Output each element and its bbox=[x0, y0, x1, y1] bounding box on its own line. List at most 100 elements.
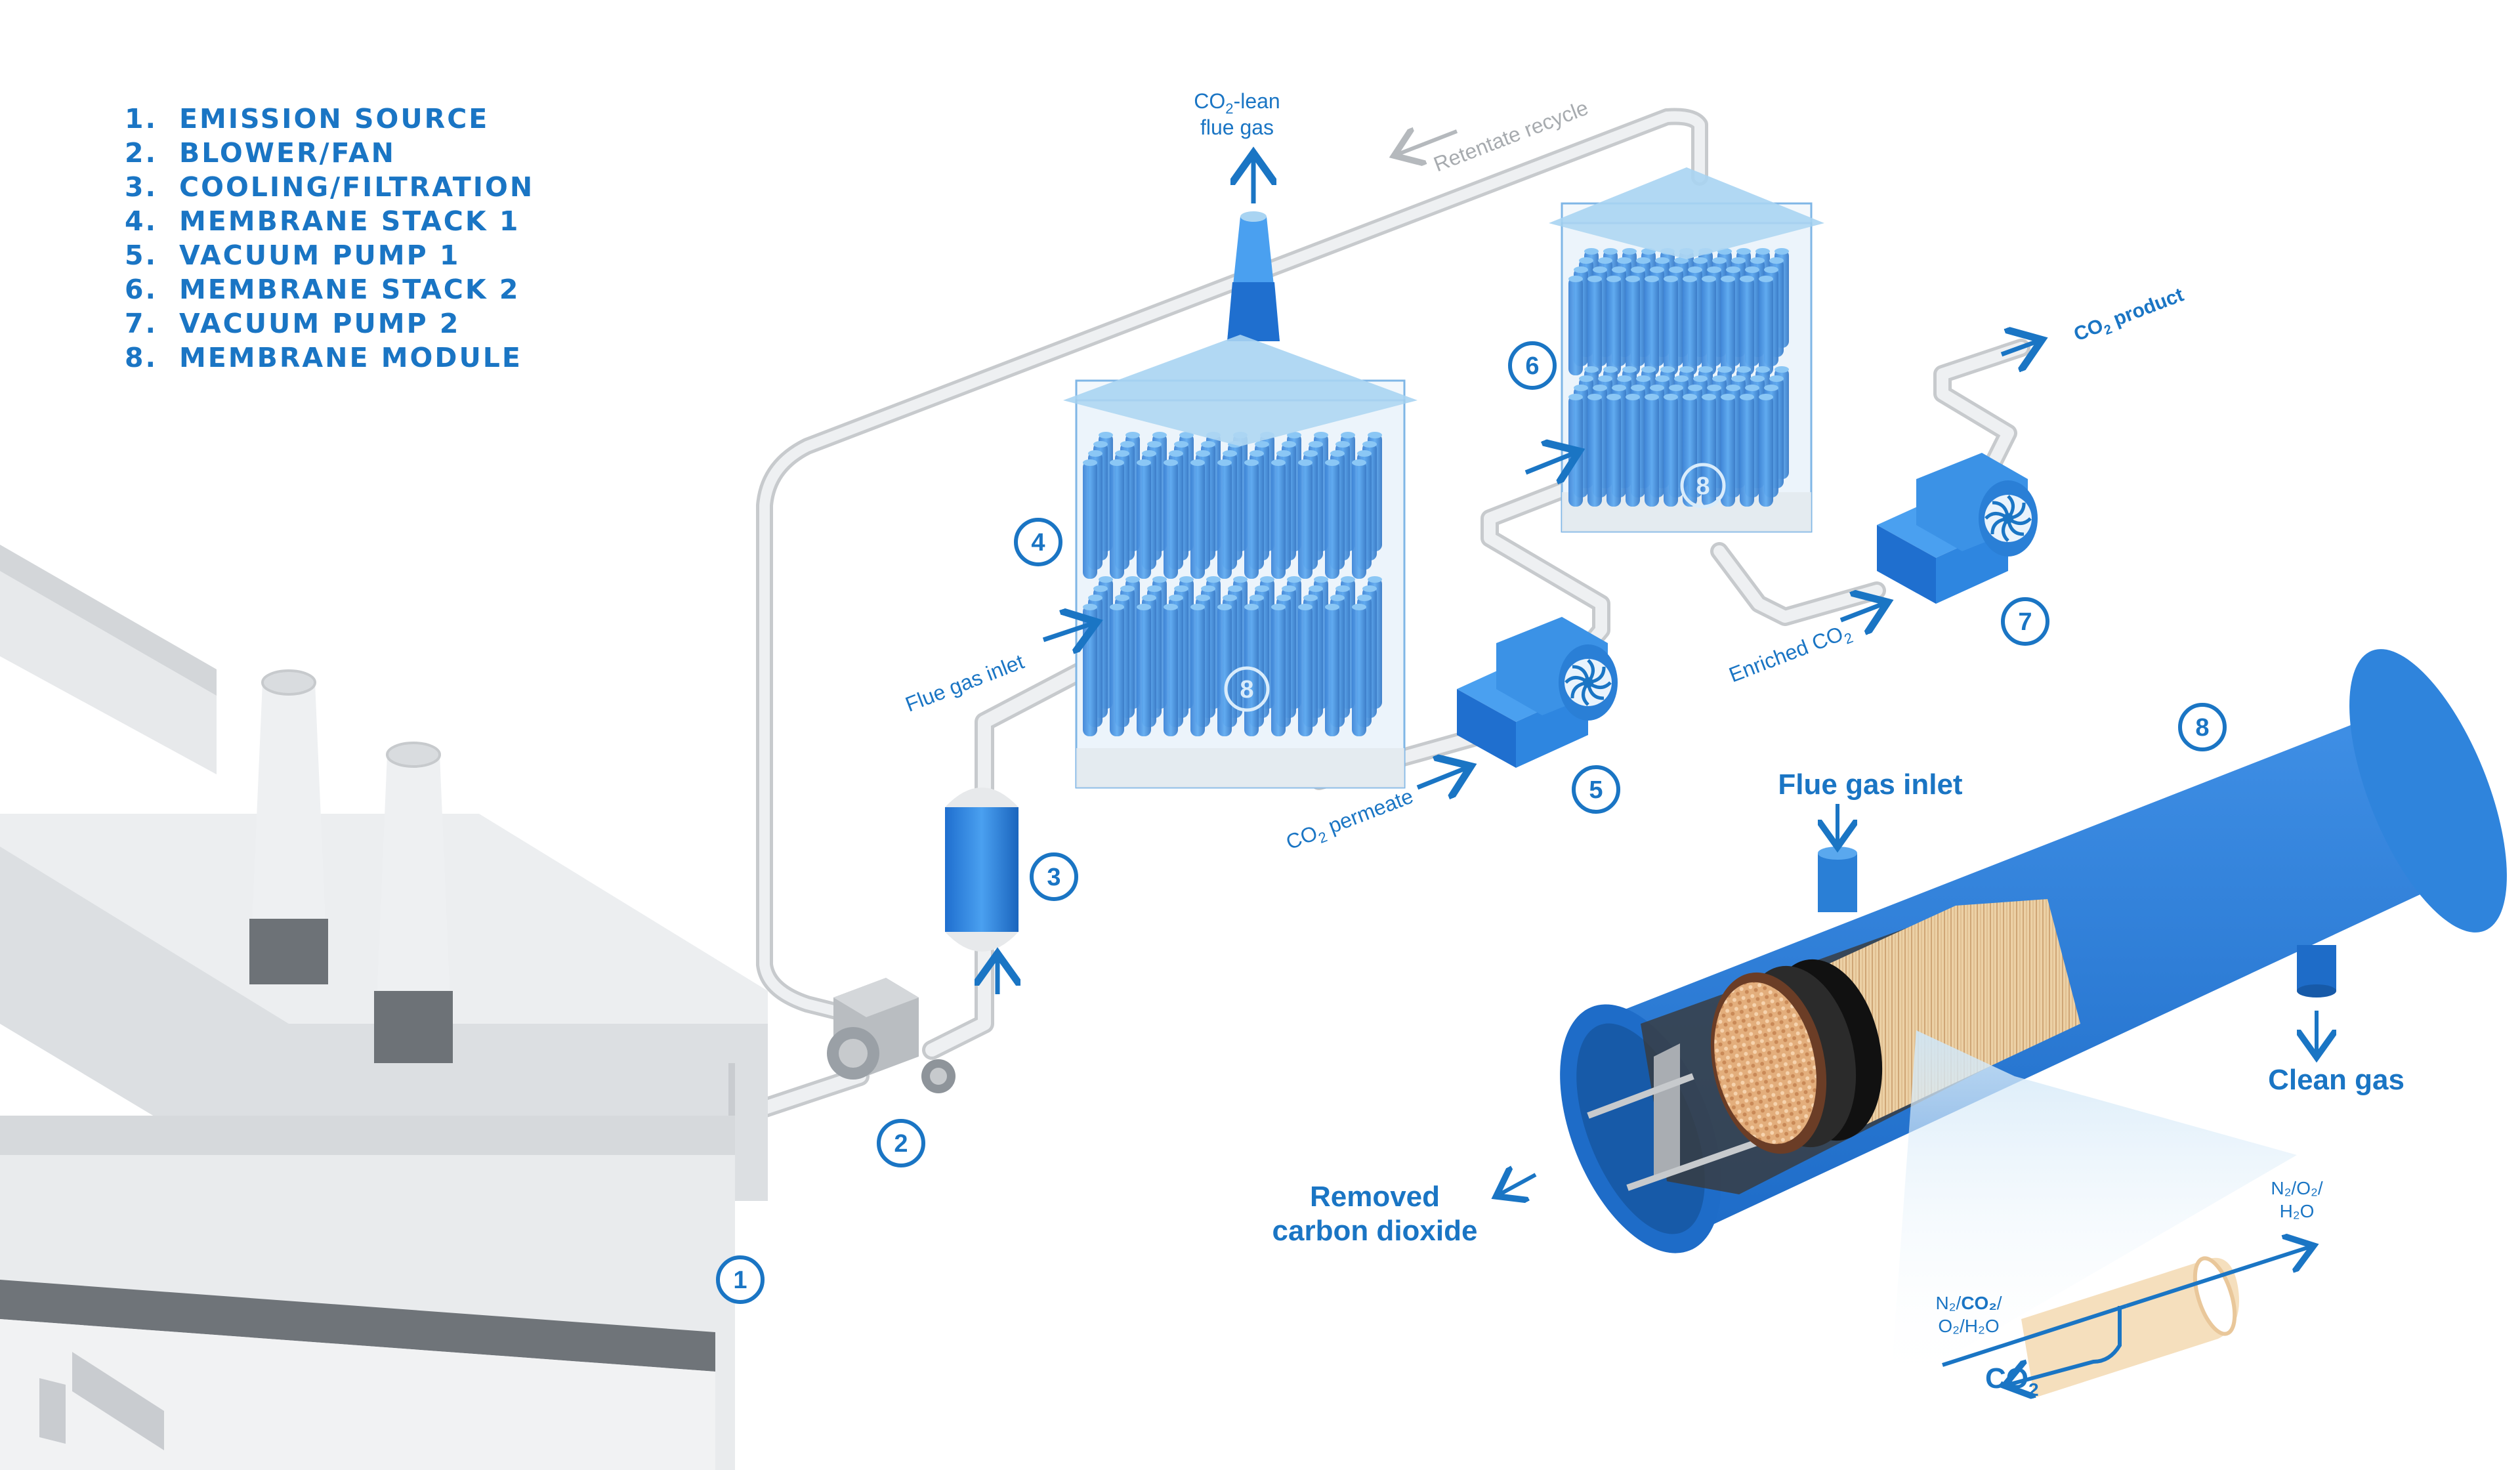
vacuum-pump-1 bbox=[1457, 617, 1618, 768]
membrane-tube bbox=[1626, 395, 1640, 507]
cooling-filtration-unit bbox=[945, 788, 1018, 952]
co2-permeate-label: CO2 permeate bbox=[1283, 784, 1418, 858]
membrane-tube bbox=[1587, 277, 1602, 375]
svg-text:5: 5 bbox=[1589, 776, 1603, 804]
legend-item-number: 5. bbox=[125, 240, 158, 271]
legend-item-label: MEMBRANE STACK 2 bbox=[179, 274, 520, 305]
svg-text:2: 2 bbox=[894, 1130, 908, 1158]
membrane-tube bbox=[1626, 277, 1640, 375]
marker-8: 8 bbox=[2178, 703, 2227, 751]
marker-2: 2 bbox=[877, 1119, 925, 1167]
membrane-tube bbox=[1568, 277, 1583, 375]
co2-product-label: CO2 product bbox=[2071, 284, 2188, 349]
legend-item-label: EMISSION SOURCE bbox=[179, 103, 490, 135]
legend-item-label: MEMBRANE MODULE bbox=[179, 342, 522, 373]
membrane-tube bbox=[1271, 605, 1286, 736]
membrane-tube bbox=[1606, 395, 1621, 507]
removed-co2-label-line2: carbon dioxide bbox=[1272, 1215, 1478, 1247]
membrane-tube bbox=[1683, 395, 1697, 507]
membrane-tube bbox=[1217, 461, 1232, 579]
membrane-tube bbox=[1702, 395, 1716, 507]
legend-item-number: 8. bbox=[125, 342, 158, 373]
legend-item-label: MEMBRANE STACK 1 bbox=[179, 205, 520, 237]
detail-co2-label: CO2 bbox=[1985, 1362, 2039, 1400]
emission-source-factory bbox=[0, 545, 768, 1470]
membrane-tube bbox=[1740, 277, 1754, 375]
detail-outlet-label-line2: H₂O bbox=[2280, 1201, 2315, 1221]
membrane-tube bbox=[1137, 605, 1151, 736]
co2-lean-label-line2: flue gas bbox=[1200, 116, 1274, 139]
membrane-tube bbox=[1110, 605, 1124, 736]
legend-item: 7. VACUUM PUMP 2 bbox=[125, 306, 534, 341]
flow-arrows bbox=[998, 341, 2038, 994]
membrane-tube bbox=[1298, 461, 1312, 579]
membrane-tube bbox=[1190, 461, 1205, 579]
membrane-tube bbox=[1587, 395, 1602, 507]
legend-item: 6. MEMBRANE STACK 2 bbox=[125, 272, 534, 306]
clean-gas-label: Clean gas bbox=[2268, 1064, 2404, 1096]
membrane-tube bbox=[1645, 277, 1659, 375]
removed-co2-label: Removed bbox=[1310, 1181, 1440, 1213]
membrane-stack-2 bbox=[1549, 167, 1824, 533]
svg-text:8: 8 bbox=[2195, 714, 2209, 742]
module-flue-gas-inlet-label: Flue gas inlet bbox=[1778, 768, 1963, 801]
membrane-tube bbox=[1740, 395, 1754, 507]
legend-item-label: BLOWER/FAN bbox=[179, 137, 396, 169]
stack-module-marker: 8 bbox=[1224, 666, 1270, 712]
membrane-tube bbox=[1164, 461, 1178, 579]
legend-item: 3. COOLING/FILTRATION bbox=[125, 170, 534, 204]
legend-item-number: 7. bbox=[125, 308, 158, 339]
svg-text:3: 3 bbox=[1047, 864, 1060, 891]
legend-item-number: 6. bbox=[125, 274, 158, 305]
membrane-tube bbox=[1664, 395, 1678, 507]
membrane-tube bbox=[1702, 277, 1716, 375]
legend-item-number: 2. bbox=[125, 137, 158, 169]
membrane-tube bbox=[1137, 461, 1151, 579]
legend-item-label: COOLING/FILTRATION bbox=[179, 171, 535, 203]
marker-1: 1 bbox=[716, 1255, 765, 1304]
membrane-tube bbox=[1352, 461, 1366, 579]
legend-item: 5. VACUUM PUMP 1 bbox=[125, 238, 534, 272]
membrane-tube bbox=[1217, 605, 1232, 736]
legend-item: 8. MEMBRANE MODULE bbox=[125, 341, 534, 375]
detail-inlet-label: N₂/CO₂/ bbox=[1935, 1293, 2002, 1313]
membrane-tube bbox=[1606, 277, 1621, 375]
membrane-tube bbox=[1244, 605, 1259, 736]
svg-text:6: 6 bbox=[1525, 352, 1539, 380]
svg-text:8: 8 bbox=[1240, 676, 1253, 704]
legend-item-number: 4. bbox=[125, 205, 158, 237]
svg-text:4: 4 bbox=[1031, 529, 1045, 556]
membrane-tube bbox=[1645, 395, 1659, 507]
blower-fan bbox=[827, 978, 956, 1093]
legend-item: 4. MEMBRANE STACK 1 bbox=[125, 204, 534, 238]
svg-text:7: 7 bbox=[2018, 608, 2032, 636]
legend-item-number: 3. bbox=[125, 171, 158, 203]
marker-5: 5 bbox=[1572, 765, 1620, 814]
legend-item-number: 1. bbox=[125, 103, 158, 135]
legend-item: 1. EMISSION SOURCE bbox=[125, 102, 534, 136]
membrane-tube bbox=[1759, 277, 1773, 375]
stack-outlet-vent bbox=[1227, 158, 1280, 341]
detail-outlet-label: N₂/O₂/ bbox=[2271, 1178, 2323, 1198]
stack-module-marker: 8 bbox=[1680, 463, 1726, 509]
membrane-tube bbox=[1298, 605, 1312, 736]
legend-item-label: VACUUM PUMP 2 bbox=[179, 308, 461, 339]
svg-text:1: 1 bbox=[733, 1267, 747, 1294]
marker-3: 3 bbox=[1030, 852, 1078, 901]
legend-item-label: VACUUM PUMP 1 bbox=[179, 240, 461, 271]
membrane-tube bbox=[1352, 605, 1366, 736]
marker-4: 4 bbox=[1014, 518, 1062, 566]
co2-lean-label: CO2-lean bbox=[1194, 89, 1280, 117]
membrane-tube bbox=[1083, 461, 1097, 579]
membrane-tube bbox=[1664, 277, 1678, 375]
membrane-tube bbox=[1721, 277, 1735, 375]
membrane-tube bbox=[1325, 461, 1339, 579]
vacuum-pump-2 bbox=[1877, 453, 2038, 604]
legend: 1. EMISSION SOURCE 2. BLOWER/FAN 3. COOLING/F… bbox=[125, 102, 534, 375]
marker-7: 7 bbox=[2001, 597, 2049, 646]
membrane-module-cutaway bbox=[1500, 649, 2507, 1398]
svg-text:8: 8 bbox=[1696, 472, 1710, 500]
membrane-tube bbox=[1190, 605, 1205, 736]
membrane-stack-1 bbox=[1063, 335, 1418, 789]
